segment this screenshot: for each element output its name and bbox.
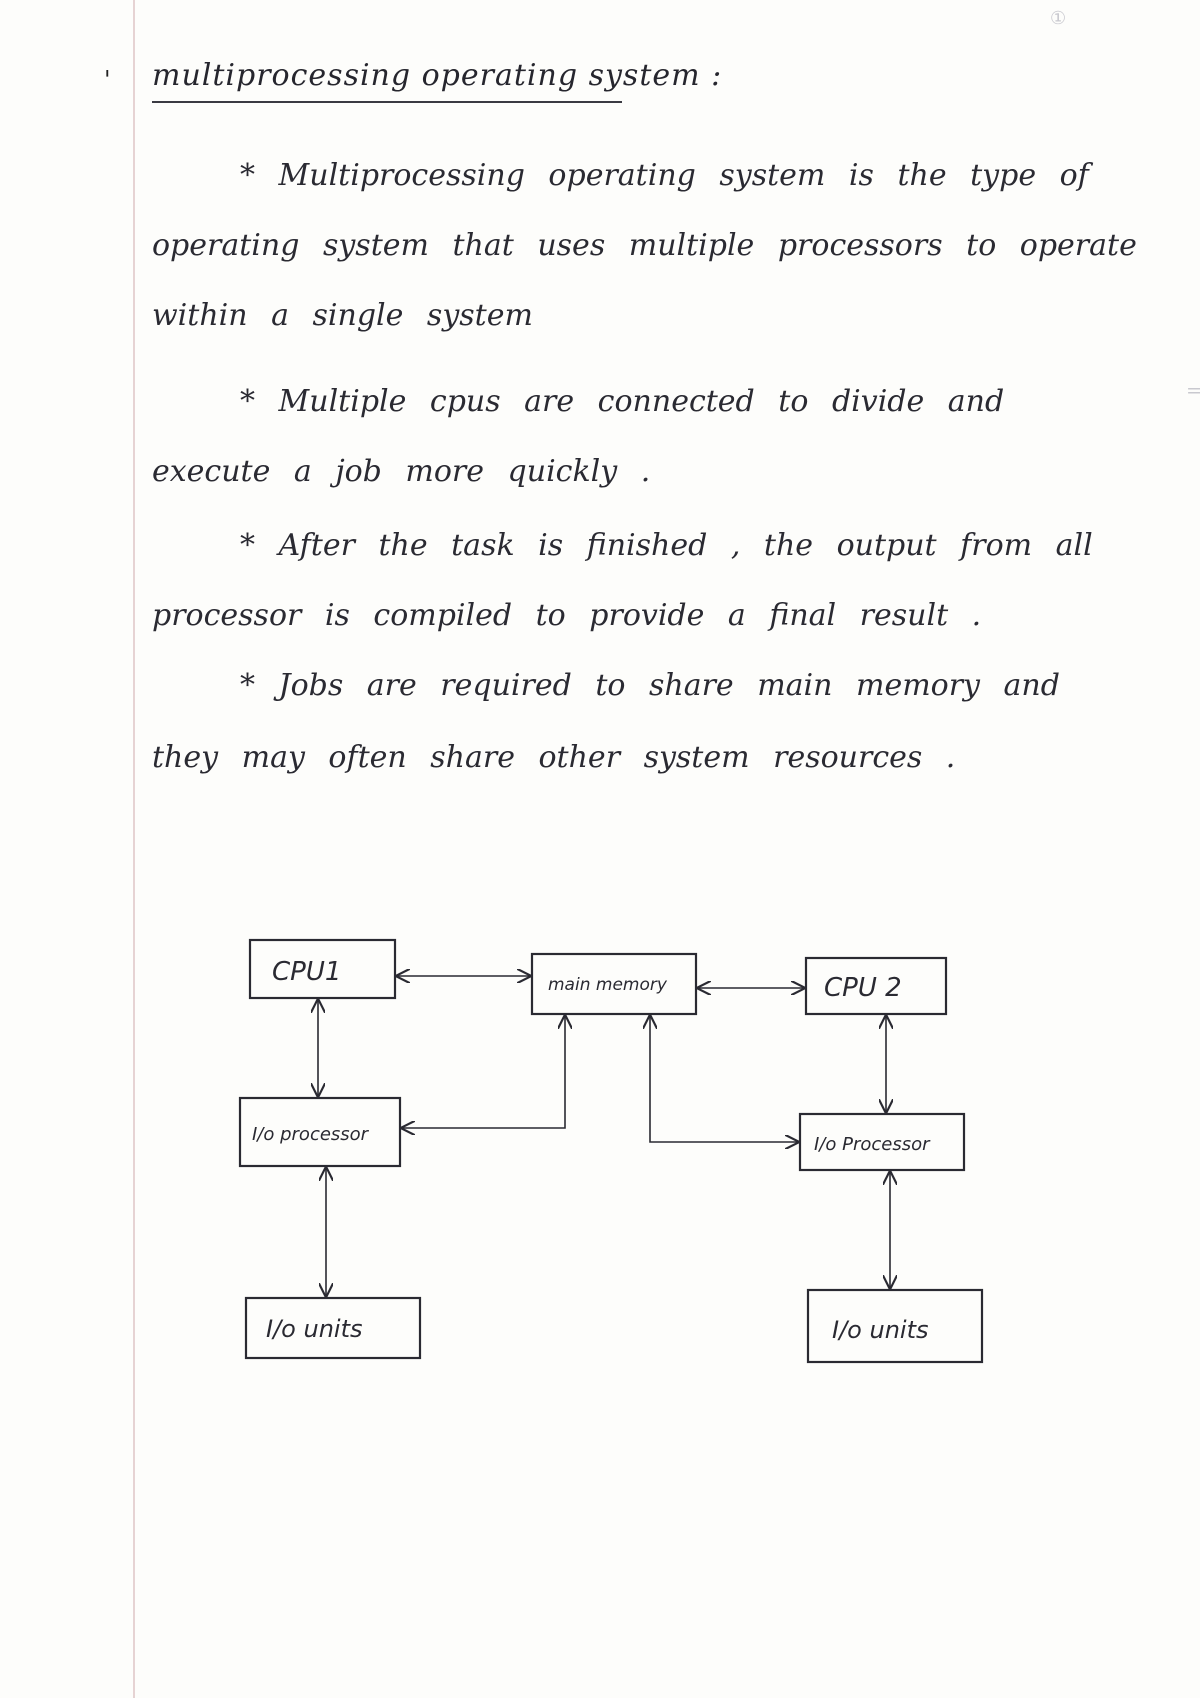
body-line-7: processor is compiled to provide a final…: [152, 598, 982, 633]
edge-mark: =: [1186, 378, 1200, 402]
page-title: multiprocessing operating system :: [152, 58, 723, 93]
title-underline: [152, 101, 622, 103]
io-processor-left-label: I/o processor: [252, 1124, 370, 1145]
body-line-3: within a single system: [152, 298, 533, 333]
margin-line: [133, 0, 135, 1698]
body-line-1: * Multiprocessing operating system is th…: [240, 158, 1089, 193]
io-processor-right-box: [798, 1112, 966, 1172]
cpu1-box: [248, 938, 397, 1000]
edge-main-memory-io-processor-left: [402, 1016, 565, 1128]
body-line-5: execute a job more quickly .: [152, 454, 651, 489]
io-units-left-box: [244, 1296, 422, 1360]
heading-tick-mark: ': [104, 66, 111, 94]
edge-main-memory-io-processor-right: [650, 1016, 798, 1142]
body-line-2: operating system that uses multiple proc…: [152, 228, 1137, 263]
body-line-4: * Multiple cpus are connected to divide …: [240, 384, 1005, 419]
cpu2-box: [804, 956, 948, 1016]
main-memory-label: main memory: [548, 975, 668, 995]
cpu2-label: CPU 2: [824, 973, 902, 1003]
io-units-right-box: [806, 1288, 984, 1364]
io-units-right-label: I/o units: [832, 1316, 928, 1344]
page-number-mark: ①: [1050, 8, 1067, 29]
body-line-8: * Jobs are required to share main memory…: [240, 668, 1060, 703]
io-processor-right-label: I/o Processor: [814, 1134, 931, 1155]
cpu1-label: CPU1: [272, 957, 341, 987]
body-line-6: * After the task is finished , the outpu…: [240, 528, 1093, 563]
main-memory-box: [530, 952, 698, 1016]
io-processor-left-box: [238, 1096, 402, 1168]
io-units-left-label: I/o units: [266, 1315, 362, 1343]
body-line-9: they may often share other system resour…: [152, 740, 956, 775]
